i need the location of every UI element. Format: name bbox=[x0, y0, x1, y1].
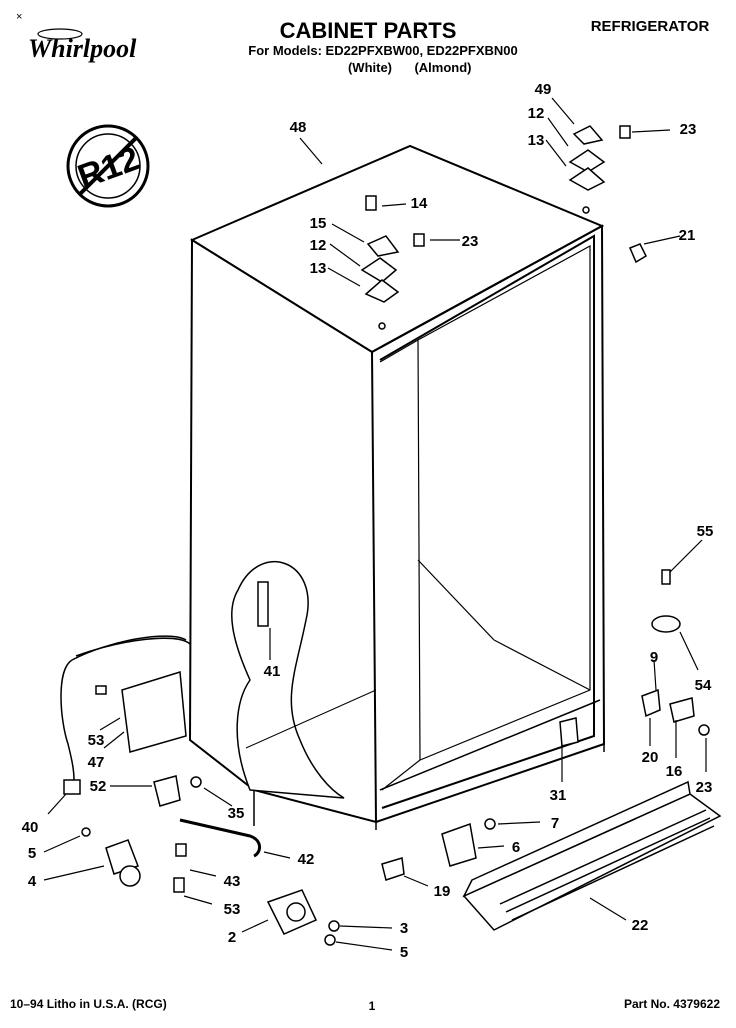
callout-6: 6 bbox=[512, 839, 520, 856]
callout-23-right: 23 bbox=[696, 779, 713, 796]
callout-2: 2 bbox=[228, 929, 236, 946]
callout-22: 22 bbox=[632, 917, 649, 934]
footer-part-number: Part No. 4379622 bbox=[624, 997, 720, 1011]
callout-53-upper: 53 bbox=[88, 732, 105, 749]
left-base-parts bbox=[81, 775, 261, 893]
color-almond: (Almond) bbox=[414, 60, 471, 75]
callout-54: 54 bbox=[695, 677, 712, 694]
callout-16: 16 bbox=[666, 763, 683, 780]
callout-23-mid: 23 bbox=[462, 233, 479, 250]
callout-23-top: 23 bbox=[680, 121, 697, 138]
callout-4: 4 bbox=[28, 873, 37, 890]
whirlpool-logo: Whirlpool bbox=[28, 28, 137, 63]
corner-mark: × bbox=[16, 11, 22, 23]
footer-litho: 10–94 Litho in U.S.A. (RCG) bbox=[10, 997, 167, 1011]
callout-14: 14 bbox=[411, 195, 428, 212]
callout-47: 47 bbox=[88, 754, 105, 771]
callout-numbers: 48 49 12 13 23 14 15 12 23 13 21 55 41 9… bbox=[22, 81, 714, 961]
callout-40: 40 bbox=[22, 819, 39, 836]
r12-badge: R12 bbox=[66, 124, 150, 208]
callout-12-left: 12 bbox=[310, 237, 327, 254]
callout-leaders bbox=[43, 97, 707, 951]
top-hinge-left-parts bbox=[360, 195, 425, 330]
callout-31: 31 bbox=[550, 787, 567, 804]
callout-35: 35 bbox=[228, 805, 245, 822]
callout-3: 3 bbox=[400, 920, 408, 937]
cabinet-body bbox=[188, 144, 606, 830]
right-base-parts bbox=[257, 569, 710, 881]
top-hinge-right-parts bbox=[568, 125, 647, 264]
power-cord-coil bbox=[60, 635, 191, 795]
roller-assembly bbox=[266, 889, 340, 946]
page-title: CABINET PARTS bbox=[280, 18, 457, 43]
callout-5-left: 5 bbox=[28, 845, 36, 862]
callout-55: 55 bbox=[697, 523, 714, 540]
callout-49: 49 bbox=[535, 81, 552, 98]
callout-20: 20 bbox=[642, 749, 659, 766]
callout-13-right: 13 bbox=[528, 132, 545, 149]
callout-19: 19 bbox=[434, 883, 451, 900]
callout-21: 21 bbox=[679, 227, 696, 244]
callout-9: 9 bbox=[650, 649, 658, 666]
callout-13-left: 13 bbox=[310, 260, 327, 277]
callout-41: 41 bbox=[264, 663, 281, 680]
product-type: REFRIGERATOR bbox=[591, 18, 710, 35]
callout-5-right: 5 bbox=[400, 944, 408, 961]
models-line: For Models: ED22PFXBW00, ED22PFXBN00 bbox=[248, 43, 517, 58]
callout-12-right: 12 bbox=[528, 105, 545, 122]
callout-7: 7 bbox=[551, 815, 559, 832]
brand-name: Whirlpool bbox=[28, 34, 137, 63]
kickplate-grille bbox=[462, 780, 722, 931]
footer-page-number: 1 bbox=[369, 999, 376, 1013]
callout-15: 15 bbox=[310, 215, 327, 232]
callout-43: 43 bbox=[224, 873, 241, 890]
color-white: (White) bbox=[348, 60, 392, 75]
callout-53-lower: 53 bbox=[224, 901, 241, 918]
control-box bbox=[95, 671, 187, 753]
callout-52: 52 bbox=[90, 778, 107, 795]
callout-48: 48 bbox=[290, 119, 307, 136]
callout-42: 42 bbox=[298, 851, 315, 868]
